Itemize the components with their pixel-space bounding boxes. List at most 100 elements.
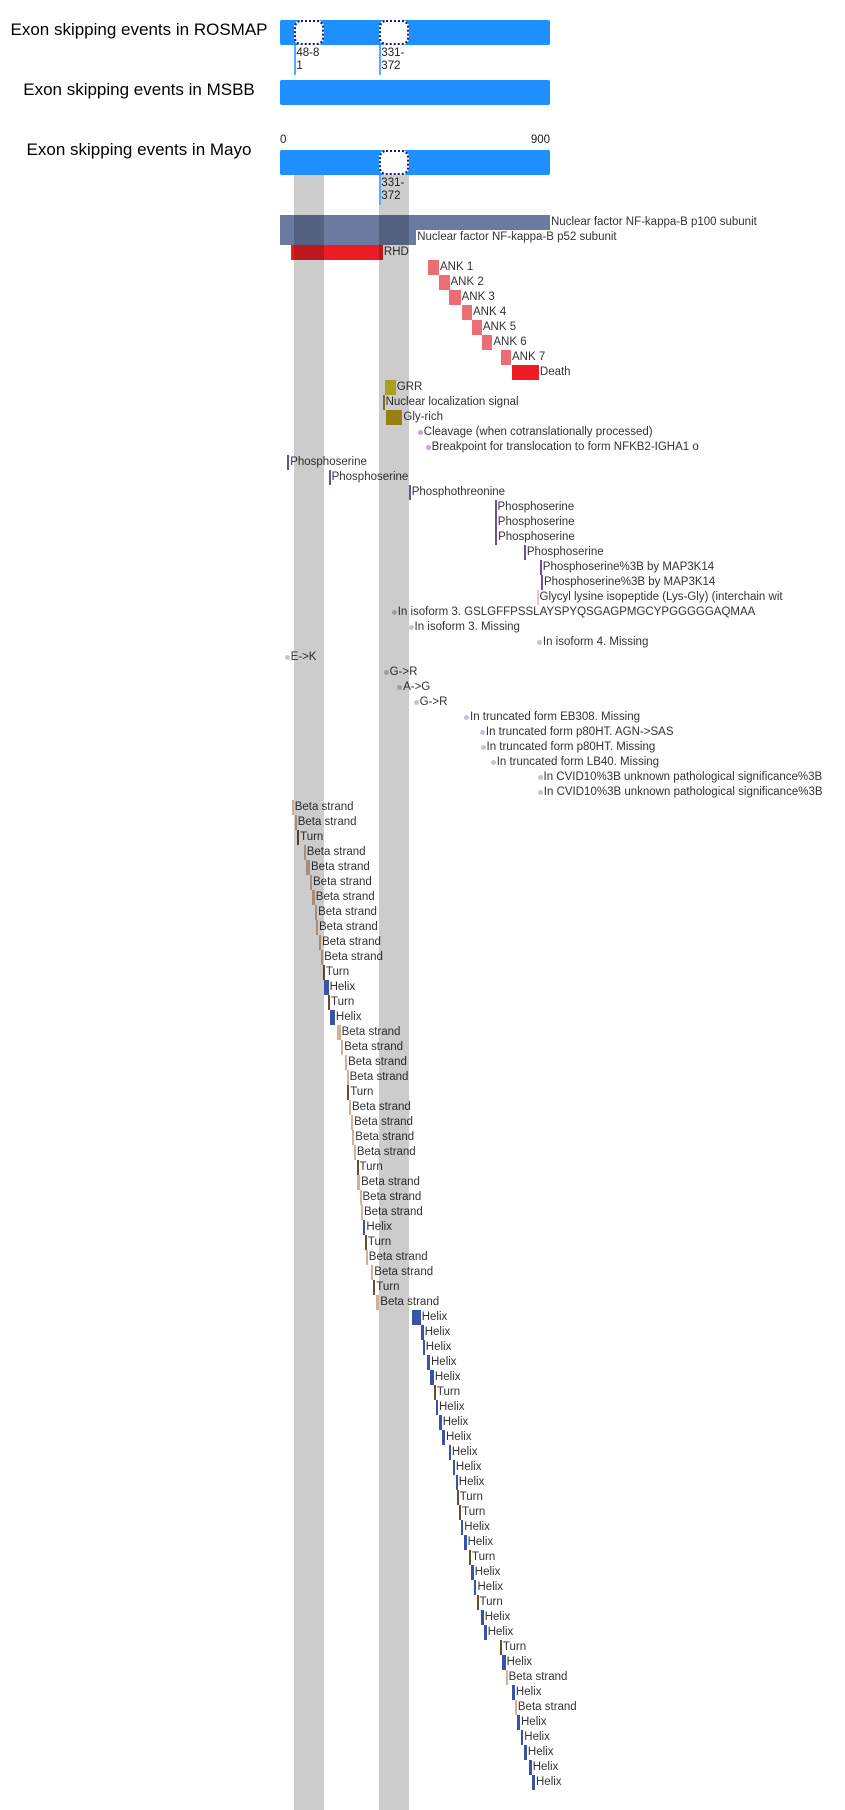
helix-feature-bar[interactable] <box>330 1010 335 1025</box>
variant-dot-marker[interactable] <box>408 625 414 630</box>
helix-feature-bar[interactable] <box>520 1730 524 1745</box>
strand-feature-bar[interactable] <box>353 1145 356 1160</box>
strand-feature-bar[interactable] <box>294 815 297 830</box>
mayo-protein-bar[interactable] <box>280 150 550 175</box>
phos-site-marker[interactable] <box>408 485 411 500</box>
domain-feature-bar[interactable] <box>291 245 383 260</box>
helix-feature-bar[interactable] <box>511 1685 515 1700</box>
strand-feature-bar[interactable] <box>365 1250 368 1265</box>
variant-dot-marker[interactable] <box>413 700 419 705</box>
ank-feature-bar[interactable] <box>448 290 461 305</box>
strand-feature-bar[interactable] <box>321 950 324 965</box>
phos-site-marker[interactable] <box>494 515 497 530</box>
turn-feature-bar[interactable] <box>499 1640 502 1655</box>
strand-feature-bar[interactable] <box>306 860 310 875</box>
strand-feature-bar[interactable] <box>505 1670 508 1685</box>
turn-feature-bar[interactable] <box>328 995 330 1010</box>
ank-feature-bar[interactable] <box>439 275 450 290</box>
ank-feature-bar[interactable] <box>501 350 511 365</box>
strand-feature-bar[interactable] <box>352 1130 355 1145</box>
strand-feature-bar[interactable] <box>376 1295 380 1310</box>
helix-feature-bar[interactable] <box>430 1370 434 1385</box>
strand-feature-bar[interactable] <box>359 1190 362 1205</box>
nls-site-marker[interactable] <box>382 395 385 410</box>
chain-feature-bar[interactable] <box>280 215 550 230</box>
strand-feature-bar[interactable] <box>351 1115 354 1130</box>
helix-feature-bar[interactable] <box>436 1400 438 1415</box>
chain-feature-bar[interactable] <box>280 230 417 245</box>
exon-skip-event-box[interactable] <box>379 150 410 175</box>
strand-feature-bar[interactable] <box>316 920 318 935</box>
turn-feature-bar[interactable] <box>459 1505 462 1520</box>
phos-site-marker[interactable] <box>328 470 331 485</box>
site-dot-marker[interactable] <box>425 445 431 450</box>
turn-feature-bar[interactable] <box>356 1160 359 1175</box>
variant-dot-marker[interactable] <box>537 790 543 795</box>
helix-feature-bar[interactable] <box>481 1610 484 1625</box>
helix-feature-bar[interactable] <box>452 1460 455 1475</box>
exon-skip-event-box[interactable] <box>379 20 410 45</box>
helix-feature-bar[interactable] <box>439 1415 442 1430</box>
strand-feature-bar[interactable] <box>319 935 322 950</box>
helix-feature-bar[interactable] <box>411 1310 421 1325</box>
turn-feature-bar[interactable] <box>297 830 300 845</box>
phos-site-marker[interactable] <box>523 545 526 560</box>
variant-dot-marker[interactable] <box>537 775 543 780</box>
helix-feature-bar[interactable] <box>484 1625 487 1640</box>
turn-feature-bar[interactable] <box>456 1490 459 1505</box>
variant-dot-marker[interactable] <box>479 730 485 735</box>
strand-feature-bar[interactable] <box>370 1265 374 1280</box>
ank-feature-bar[interactable] <box>472 320 482 335</box>
turn-feature-bar[interactable] <box>347 1085 350 1100</box>
strand-feature-bar[interactable] <box>346 1070 349 1085</box>
turn-feature-bar[interactable] <box>373 1280 376 1295</box>
turn-feature-bar[interactable] <box>322 965 325 980</box>
helix-feature-bar[interactable] <box>422 1340 425 1355</box>
variant-dot-marker[interactable] <box>284 655 290 660</box>
helix-feature-bar[interactable] <box>474 1580 477 1595</box>
turn-feature-bar[interactable] <box>433 1385 436 1400</box>
strand-feature-bar[interactable] <box>361 1205 363 1220</box>
strand-feature-bar[interactable] <box>312 890 315 905</box>
helix-feature-bar[interactable] <box>532 1775 535 1790</box>
strand-feature-bar[interactable] <box>310 875 312 890</box>
rosmap-protein-bar[interactable] <box>280 20 550 45</box>
turn-feature-bar[interactable] <box>364 1235 367 1250</box>
ank-feature-bar[interactable] <box>427 260 439 275</box>
strand-feature-bar[interactable] <box>291 800 294 815</box>
variant-dot-marker[interactable] <box>464 715 469 720</box>
helix-feature-bar[interactable] <box>363 1220 366 1235</box>
helix-feature-bar[interactable] <box>442 1430 445 1445</box>
strand-feature-bar[interactable] <box>345 1055 348 1070</box>
strand-feature-bar[interactable] <box>315 905 318 920</box>
ank-feature-bar[interactable] <box>461 305 472 320</box>
phos-site-marker[interactable] <box>495 530 498 545</box>
helix-feature-bar[interactable] <box>528 1760 532 1775</box>
helix-feature-bar[interactable] <box>448 1445 451 1460</box>
helix-feature-bar[interactable] <box>323 980 329 995</box>
phos-site-marker[interactable] <box>494 500 497 515</box>
strand-feature-bar[interactable] <box>336 1025 341 1040</box>
strand-feature-bar[interactable] <box>357 1175 361 1190</box>
ank-feature-bar[interactable] <box>481 335 493 350</box>
helix-feature-bar[interactable] <box>427 1355 430 1370</box>
variant-dot-marker[interactable] <box>480 745 486 750</box>
variant-dot-marker[interactable] <box>536 640 542 645</box>
variant-dot-marker[interactable] <box>391 610 397 615</box>
helix-feature-bar[interactable] <box>471 1565 474 1580</box>
variant-dot-marker[interactable] <box>490 760 496 765</box>
domain-feature-bar[interactable] <box>511 365 539 380</box>
strand-feature-bar[interactable] <box>514 1700 517 1715</box>
turn-feature-bar[interactable] <box>469 1550 471 1565</box>
strand-feature-bar[interactable] <box>349 1100 351 1115</box>
glycyl-site-marker[interactable] <box>536 590 539 605</box>
helix-feature-bar[interactable] <box>461 1520 464 1535</box>
phos-site-marker[interactable] <box>541 575 543 590</box>
variant-dot-marker[interactable] <box>383 670 389 675</box>
helix-feature-bar[interactable] <box>502 1655 506 1670</box>
turn-feature-bar[interactable] <box>476 1595 479 1610</box>
variant-dot-marker[interactable] <box>397 685 403 690</box>
phos-site-marker[interactable] <box>287 455 290 470</box>
site-dot-marker[interactable] <box>417 430 423 435</box>
strand-feature-bar[interactable] <box>303 845 306 860</box>
